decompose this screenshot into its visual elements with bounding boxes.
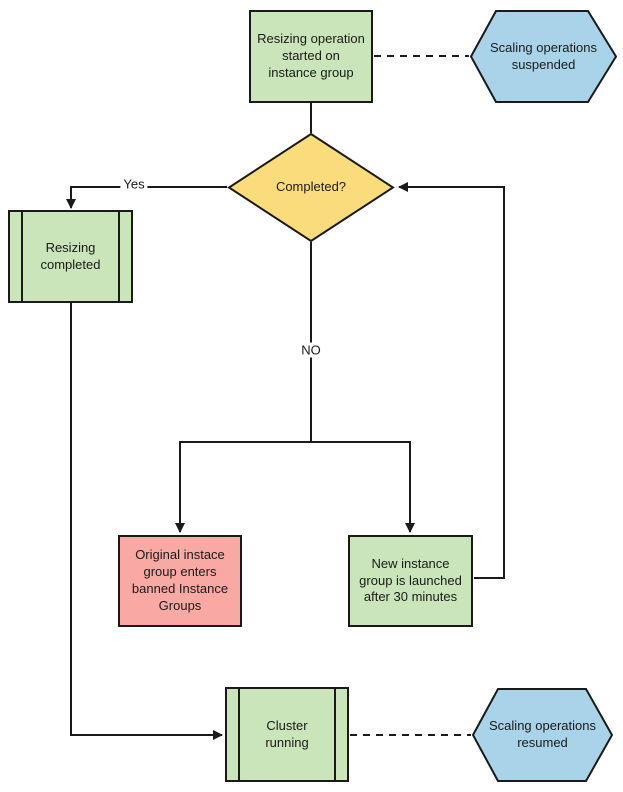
predefined-process-bar xyxy=(334,689,336,780)
cluster-running-node: Cluster running xyxy=(225,687,349,782)
banned-instance-node: Original instace group enters banned Ins… xyxy=(118,535,242,627)
resizing-completed-node: Resizing completed xyxy=(8,210,133,303)
hexagon-shape xyxy=(472,688,613,782)
suspended-node-label: Scaling operations suspended xyxy=(490,39,597,72)
resumed-hexagon-node: Scaling operations resumed xyxy=(472,688,613,782)
start-node: Resizing operation started on instance g… xyxy=(249,10,373,103)
edge-new-instance-to-decision xyxy=(398,182,505,579)
cluster-running-label: Cluster running xyxy=(265,717,309,750)
diamond-shape xyxy=(227,133,395,242)
hexagon-shape xyxy=(470,10,617,103)
new-instance-label: New instance group is launched after 30 … xyxy=(359,555,462,605)
decision-diamond-node: Completed? xyxy=(227,133,395,242)
edge-yes-to-resizing-completed xyxy=(66,186,227,209)
suspended-hexagon-node: Scaling operations suspended xyxy=(470,10,617,103)
no-edge-label: NO xyxy=(298,342,324,358)
yes-edge-label: Yes xyxy=(120,176,148,192)
new-instance-node: New instance group is launched after 30 … xyxy=(348,535,473,627)
predefined-process-bar xyxy=(238,689,240,780)
resumed-node-label: Scaling operations resumed xyxy=(489,718,596,750)
predefined-process-bar xyxy=(118,212,120,301)
banned-instance-label: Original instace group enters banned Ins… xyxy=(131,547,229,613)
resizing-completed-label: Resizing completed xyxy=(40,239,101,272)
edge-no-to-banned xyxy=(175,441,311,533)
predefined-process-bar xyxy=(21,212,23,301)
decision-node-label: Completed? xyxy=(275,179,347,195)
edge-no-to-new-instance xyxy=(311,441,415,533)
start-node-label: Resizing operation started on instance g… xyxy=(257,31,365,80)
edge-resizing-completed-to-cluster xyxy=(70,303,223,740)
